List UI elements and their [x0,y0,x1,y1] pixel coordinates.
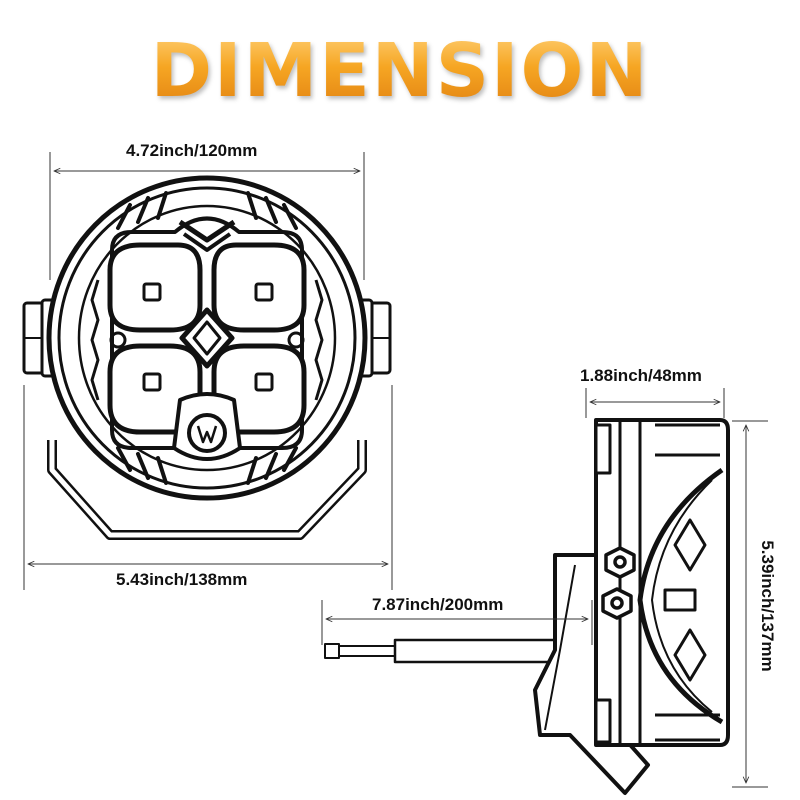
led-lens-top-right [211,242,307,333]
led-lens-top-left [107,242,203,333]
side-view [324,418,730,795]
cable-length-label: 7.87inch/200mm [372,595,504,614]
front-width-label: 4.72inch/120mm [126,141,258,160]
logo-badge [187,413,227,453]
page-title: DIMENSION [0,28,800,114]
cable [324,638,557,664]
bracket-width-label: 5.43inch/138mm [116,570,248,589]
side-housing [594,418,730,747]
mount-bolts [601,546,636,620]
height-label: 5.39inch/137mm [758,540,777,672]
front-view [22,175,392,540]
depth-label: 1.88inch/48mm [580,366,702,385]
